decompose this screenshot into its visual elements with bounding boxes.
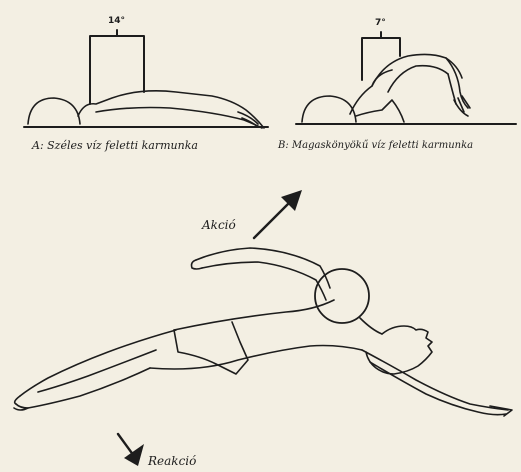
panel-b-swimmer (296, 32, 516, 124)
caption-b: B: Magaskönyökű víz feletti karmunka (278, 140, 473, 151)
main-recovery-hand (192, 260, 203, 269)
main-extended-arm (362, 350, 508, 415)
panel-b-angle-label: 7° (375, 18, 386, 28)
main-torso-bottom (150, 346, 362, 370)
reaction-arrow (118, 434, 144, 466)
action-arrow (254, 190, 302, 238)
panel-b-upper-arm-inner (388, 66, 448, 92)
panel-b-head (302, 96, 356, 122)
panel-a-body (78, 91, 264, 128)
main-neck (360, 318, 382, 334)
panel-a-head (28, 98, 80, 124)
main-swimmer (14, 248, 512, 416)
main-leg-upper (20, 330, 176, 396)
caption-a: A: Széles víz feletti karmunka (32, 139, 198, 152)
main-recovery-arm (196, 248, 330, 300)
panel-a-swimmer (24, 30, 268, 128)
panel-a-angle-label: 14° (108, 16, 125, 26)
action-label: Akció (202, 218, 236, 232)
panel-a-arm-lower (96, 108, 262, 129)
main-torso-top (174, 300, 334, 330)
main-head (366, 326, 432, 374)
shoulder-circle (315, 269, 369, 323)
main-leg-lower (16, 368, 150, 408)
panel-b-chest (356, 100, 404, 122)
panel-b-upper-arm (372, 54, 462, 86)
reaction-label: Reakció (148, 454, 196, 468)
